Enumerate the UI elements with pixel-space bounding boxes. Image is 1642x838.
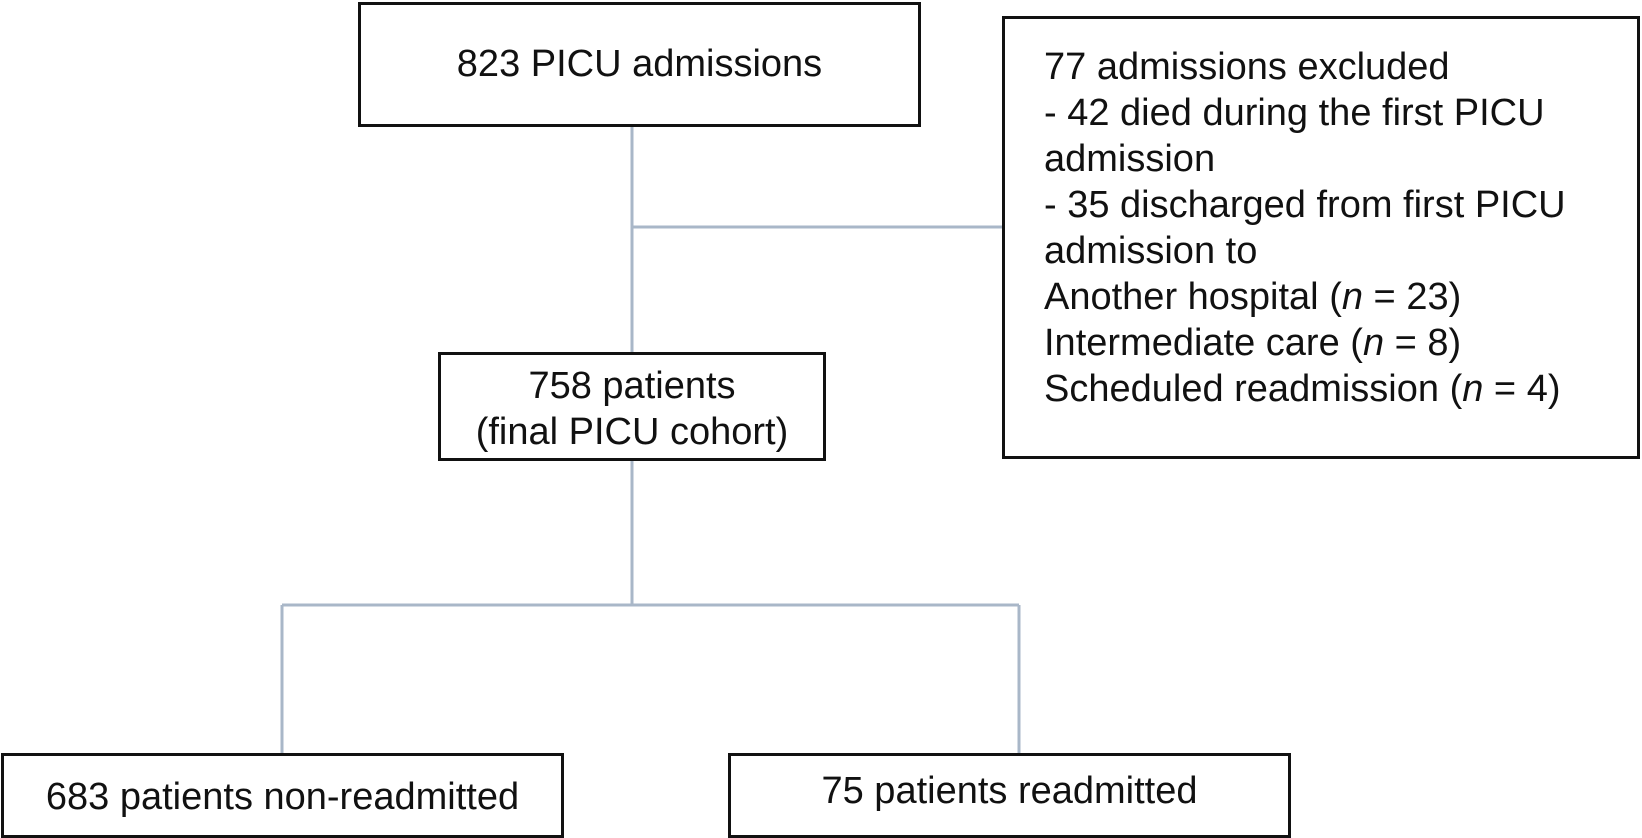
excluded-line: admission	[1044, 138, 1216, 180]
cohort-box: 758 patients (final PICU cohort)	[438, 352, 826, 461]
destination-count: 23	[1406, 276, 1449, 318]
n-symbol: n	[1341, 276, 1363, 318]
admissions-label: 823 PICU admissions	[456, 43, 823, 85]
excluded-line: - 35 discharged from first PICU	[1044, 184, 1566, 226]
destination-another-hospital: Another hospital (n = 23)	[1044, 276, 1462, 318]
n-symbol: n	[1462, 368, 1484, 410]
readmitted-box: 75 patients readmitted	[728, 753, 1291, 838]
admissions-box: 823 PICU admissions	[358, 2, 921, 127]
excluded-heading: 77 admissions excluded	[1044, 46, 1450, 88]
cohort-description: (final PICU cohort)	[475, 411, 789, 453]
destination-intermediate-care: Intermediate care (n = 8)	[1044, 322, 1462, 364]
destination-label: Another hospital	[1044, 276, 1319, 318]
destination-scheduled-readmission: Scheduled readmission (n = 4)	[1044, 368, 1561, 410]
destination-count: 4	[1526, 368, 1548, 410]
destination-label: Intermediate care	[1044, 322, 1340, 364]
non-readmitted-label: 683 patients non-readmitted	[45, 776, 520, 818]
excluded-line: - 42 died during the first PICU	[1044, 92, 1545, 134]
excluded-line: admission to	[1044, 230, 1258, 272]
readmitted-label: 75 patients readmitted	[821, 770, 1198, 812]
non-readmitted-box: 683 patients non-readmitted	[1, 753, 564, 838]
destination-count: 8	[1427, 322, 1449, 364]
cohort-count: 758 patients	[528, 365, 736, 407]
n-symbol: n	[1362, 322, 1385, 364]
excluded-box: 77 admissions excluded - 42 died during …	[1002, 16, 1640, 459]
destination-label: Scheduled readmission	[1044, 368, 1440, 410]
